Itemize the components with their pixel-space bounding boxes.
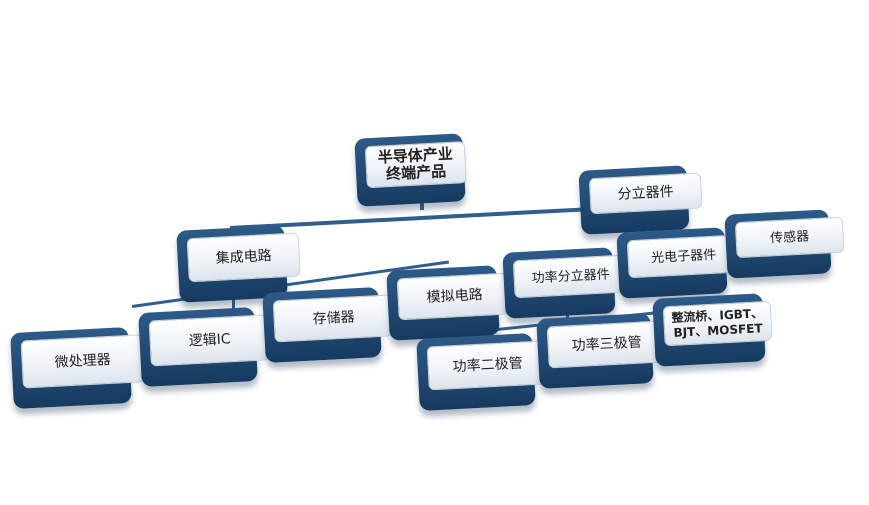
- node-optoelectronic-label: 光电子器件: [626, 234, 741, 279]
- node-memory-label: 存储器: [272, 294, 395, 343]
- node-power-discrete-label: 功率分立器件: [512, 254, 629, 299]
- node-power-triode: 功率三极管: [536, 313, 667, 389]
- connector-ic-down: [232, 290, 235, 310]
- node-sensor-label: 传感器: [734, 216, 845, 259]
- node-discrete-label: 分立器件: [588, 172, 703, 215]
- node-rectifier: 整流桥、IGBT、BJT、MOSFET: [652, 293, 773, 367]
- node-microprocessor: 微处理器: [10, 326, 145, 410]
- node-optoelectronic: 光电子器件: [616, 227, 741, 299]
- node-memory: 存储器: [262, 287, 395, 363]
- node-power-discrete: 功率分立器件: [502, 247, 629, 319]
- node-logic-label: 逻辑IC: [148, 314, 271, 367]
- node-logic: 逻辑IC: [138, 307, 271, 387]
- node-analog-label: 模拟电路: [396, 272, 513, 321]
- node-power-triode-label: 功率三极管: [546, 320, 667, 369]
- node-discrete: 分立器件: [578, 165, 703, 235]
- node-rectifier-label: 整流桥、IGBT、BJT、MOSFET: [662, 300, 773, 347]
- node-root: 半导体产业终端产品: [354, 133, 467, 207]
- node-microprocessor-label: 微处理器: [20, 334, 145, 389]
- node-root-label: 半导体产业终端产品: [364, 141, 467, 189]
- node-power-diode-label: 功率二极管: [426, 340, 549, 391]
- node-analog: 模拟电路: [386, 265, 513, 341]
- connector-level1-bar: [229, 205, 630, 230]
- node-power-diode: 功率二极管: [416, 333, 549, 411]
- node-ic: 集成电路: [176, 225, 301, 303]
- node-ic-label: 集成电路: [186, 232, 301, 283]
- node-sensor: 传感器: [724, 209, 845, 279]
